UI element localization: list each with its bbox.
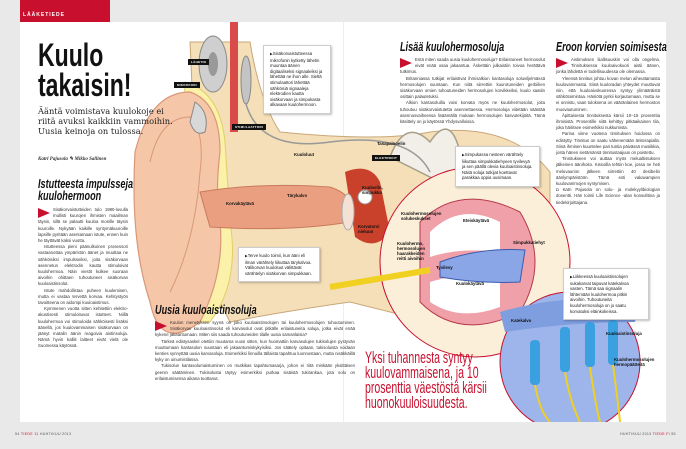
issue-date-left: HUHTIKUU 2013 <box>39 432 72 436</box>
label-basilar-membrane: Tyvilevy <box>436 265 453 270</box>
label-vestibular-duct: Eteiskäytävä <box>463 218 490 223</box>
cochlear-duct-shape <box>439 249 526 283</box>
article-heading-nerve-cells: Lisää kuulohermosoluja <box>400 39 505 54</box>
label-nerve-endings: Kuulohermosolujen hermopäätteitä <box>614 357 655 367</box>
article-body-implant: Sisäkorvaistutteiden tulo 1980-luvulla m… <box>38 207 128 349</box>
hair-cells-shapes <box>530 320 618 385</box>
callout-hair-cells: Liikkeessä kuuloaistinsolujen sukakarvat… <box>563 268 649 321</box>
stimulator-shape <box>240 55 252 105</box>
label-cochlea: Kuuloelin, simpukka <box>362 185 383 195</box>
author-mark-icon: ◘ <box>556 187 563 193</box>
triangle-bullet-icon <box>155 321 167 331</box>
tag-electrodes: ELEKTRODIT <box>372 155 401 161</box>
label-eustachian-tube: Korvatorvi nieluun <box>358 224 380 234</box>
label-tympanic-duct: Kuulokäytävä <box>456 281 484 286</box>
page-number-right: 55 <box>671 432 676 436</box>
ear-canal <box>199 184 353 230</box>
magazine-name-left: TIEDE 11 <box>20 432 39 436</box>
auditory-nerve <box>329 267 431 290</box>
label-ear-canal: Korvakäytävä <box>226 201 254 206</box>
outer-ear-fold <box>149 116 202 293</box>
article-body-nerve-cells: Entä miten saada uusia kuulohermosoluja?… <box>400 57 545 125</box>
label-hair-cells: Kuuloaistinsoluja <box>606 331 642 336</box>
article-heading-hair-cells: Uusia kuuloaistinsoluja <box>155 302 257 317</box>
section-label: LÄÄKETIEDE <box>23 12 65 18</box>
label-nerve-cell-bodies: Kuulohermosolujen solukeskukset <box>401 211 442 221</box>
tag-transmitter: LÄHETIN <box>188 59 210 65</box>
article-heading-implant: Istutteesta impulsseja kuulohermoon <box>38 176 134 203</box>
label-balance-organ: Tasapainoelin <box>377 141 406 146</box>
article-body-tinnitus: Aistimuksen liiallisuuskin voi olla onge… <box>556 57 660 205</box>
pull-quote: Yksi tuhannesta syntyy kuulovammaisena, … <box>365 348 487 412</box>
article-body-hair-cells: Kuulon menetyksen syynä on joko kuuloais… <box>155 320 355 381</box>
nerve-endings-shape <box>534 364 621 422</box>
label-eardrum: Tärykalvo <box>287 193 308 198</box>
byline: Katri Pajusola ✎ Mikko Sallinen <box>38 157 107 162</box>
label-auditory-nerve: Kuulohermo, hermosolujen haarakkeiden re… <box>397 241 426 261</box>
triangle-bullet-icon <box>400 58 412 68</box>
issue-date-right: HUHTIKUU 2013 <box>620 432 652 436</box>
skin-layer <box>230 22 238 132</box>
tag-microphone: MIKROFONI <box>174 82 200 88</box>
triangle-bullet-icon <box>556 58 568 68</box>
label-tectorial-membrane: Katekalvo <box>511 318 532 323</box>
label-ossicles: Kuuloluut <box>294 152 315 157</box>
vestibular-duct-shape <box>430 214 500 257</box>
footer-left: 54 TIEDE 11 HUHTIKUU 2013 <box>15 432 71 436</box>
page-title: Kuulo takaisin! <box>38 37 132 103</box>
magazine-name-right: TIEDE.FI <box>652 432 670 436</box>
microphone-shape <box>189 101 207 134</box>
callout-cochlea: Simpukassa nesteen värähtely liikuttaa s… <box>455 146 540 187</box>
middle-ear <box>345 168 390 244</box>
page-number-left: 54 <box>15 432 20 436</box>
article-heading-tinnitus: Eroon korvien soimisesta <box>556 39 667 54</box>
tympanic-duct-shape <box>430 275 500 314</box>
callout-implant: Sisäkorvaistutteessa mikrofonin kytketty… <box>263 45 331 114</box>
callout-healthy-hearing: Terve kuulo toimii, kun ääni eli ilman v… <box>238 247 320 283</box>
section-tab: LÄÄKETIEDE <box>20 0 110 22</box>
tag-stimulator: STIMULAATTORI <box>232 124 267 130</box>
outer-ear <box>133 91 222 334</box>
ossicles-shape <box>357 189 373 205</box>
triangle-bullet-icon <box>38 208 50 218</box>
label-cochlear-duct: Simpukkatiehyt <box>513 240 545 245</box>
eardrum-shape <box>341 193 355 231</box>
footer-right: HUHTIKUU 2013 TIEDE.FI 55 <box>620 432 676 436</box>
lede: Ääntä voimistava kuulokoje ei riitä avuk… <box>38 106 173 136</box>
